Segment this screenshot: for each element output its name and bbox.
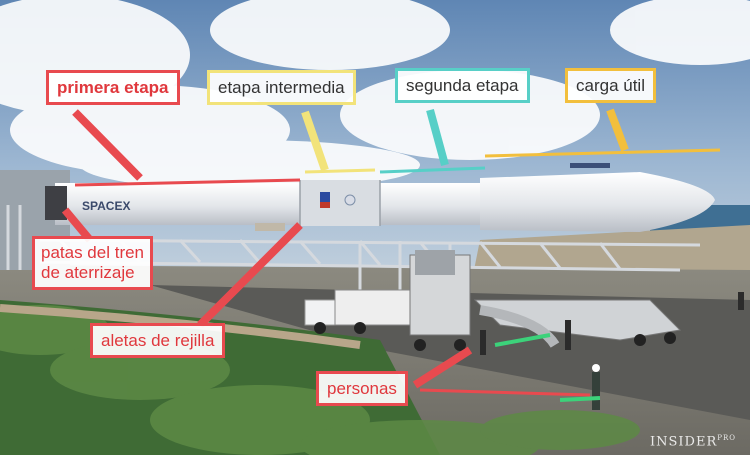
insider-pro-watermark: INSIDERPRO: [650, 434, 736, 449]
landing-legs-label-line1: patas del tren: [41, 243, 145, 262]
grid-fin-cluster: [255, 223, 285, 231]
second-stage-label: segunda etapa: [395, 68, 530, 103]
trailer: [473, 299, 682, 346]
interstage-label: etapa intermedia: [207, 70, 356, 105]
landing-legs-label-line2: de aterrizaje: [41, 263, 135, 282]
first-stage-label: primera etapa: [46, 70, 180, 105]
people-label: personas: [316, 371, 408, 406]
falcon-rocket: SPACEX: [45, 163, 715, 232]
people-figures: [480, 292, 744, 410]
pointer-lines: [61, 108, 721, 402]
payload-label: carga útil: [565, 68, 656, 103]
hose: [479, 305, 560, 348]
watermark-brand: INSIDER: [650, 434, 718, 449]
support-truck: [304, 250, 471, 351]
watermark-suffix: PRO: [717, 433, 736, 442]
grid-fins-label: aletas de rejilla: [90, 323, 226, 358]
landing-legs-label: patas del tren de aterrizaje: [32, 236, 154, 290]
svg-text:SPACEX: SPACEX: [82, 199, 130, 213]
